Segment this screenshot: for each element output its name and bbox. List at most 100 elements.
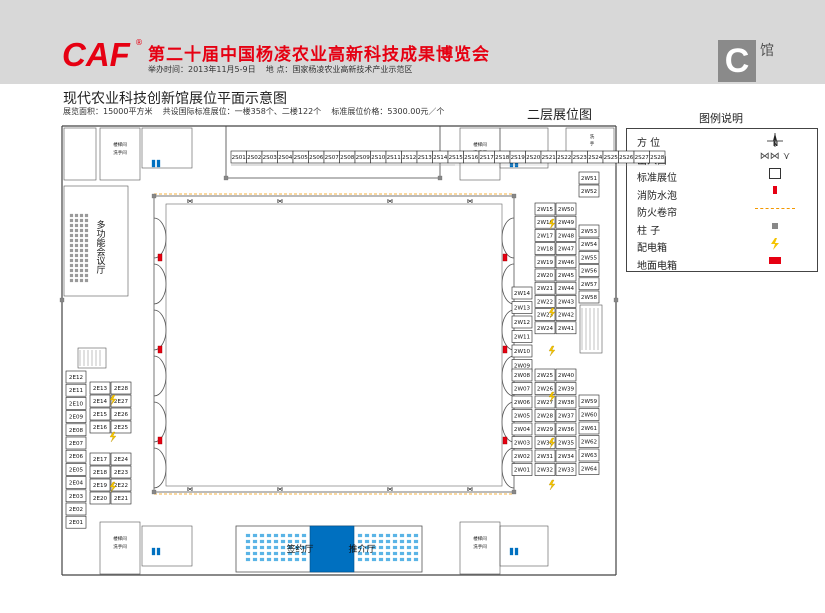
seat bbox=[259, 545, 265, 550]
booth bbox=[534, 281, 556, 295]
booth-label: 2E14 bbox=[93, 399, 108, 405]
legend-label: 柱 子 bbox=[637, 225, 661, 237]
seat bbox=[79, 273, 84, 278]
booth-label: 2S27 bbox=[635, 155, 650, 161]
toilet-icon bbox=[156, 547, 161, 556]
booth-label: 2W59 bbox=[581, 399, 598, 405]
booth-label: 2S25 bbox=[604, 155, 619, 161]
booth-label: 2W35 bbox=[558, 441, 575, 447]
pillar-icon bbox=[613, 297, 619, 303]
seat bbox=[301, 557, 307, 562]
booth bbox=[110, 452, 132, 466]
booth-label: 2W29 bbox=[537, 427, 554, 433]
booth bbox=[555, 368, 577, 382]
booth bbox=[110, 407, 132, 421]
seat bbox=[413, 533, 419, 538]
booth bbox=[89, 407, 111, 421]
booth bbox=[578, 264, 600, 277]
seat bbox=[266, 533, 272, 538]
seat bbox=[69, 273, 74, 278]
fire-hydrant-icon bbox=[157, 253, 163, 262]
entrance-icon: ⋈⋈ ⋎ bbox=[759, 150, 791, 162]
booth-label: 2W17 bbox=[537, 233, 554, 239]
booth bbox=[65, 370, 87, 384]
booth bbox=[534, 395, 556, 409]
booth bbox=[578, 171, 600, 185]
stairs-label: 楼梯间 bbox=[113, 141, 127, 148]
seat bbox=[79, 238, 84, 243]
booth bbox=[534, 202, 556, 216]
booth-label: 2W24 bbox=[537, 326, 554, 332]
booth bbox=[511, 395, 533, 409]
booth bbox=[65, 476, 87, 489]
booth bbox=[65, 489, 87, 503]
seat bbox=[301, 551, 307, 556]
seat bbox=[74, 263, 79, 268]
seat bbox=[245, 539, 251, 544]
seat bbox=[84, 233, 89, 238]
seat bbox=[69, 268, 74, 273]
seat bbox=[69, 263, 74, 268]
booth-label: 2S06 bbox=[309, 155, 324, 161]
seat bbox=[259, 557, 265, 562]
seat bbox=[84, 273, 89, 278]
plan-area: 展览面积：15000平方米 bbox=[63, 107, 153, 116]
seat bbox=[245, 557, 251, 562]
power-box-icon bbox=[548, 479, 556, 491]
seat bbox=[69, 228, 74, 233]
booth-label: 2S03 bbox=[263, 155, 278, 161]
pillar-icon bbox=[151, 489, 157, 495]
seat bbox=[273, 557, 279, 562]
booth-label: 2E07 bbox=[69, 441, 84, 447]
legend-label: 消防水泡 bbox=[637, 190, 677, 202]
power-box-icon bbox=[109, 394, 117, 406]
booth bbox=[555, 295, 577, 308]
seat bbox=[84, 238, 89, 243]
booth bbox=[578, 184, 600, 198]
seat bbox=[357, 539, 363, 544]
power-box-icon bbox=[548, 218, 556, 230]
seat bbox=[259, 533, 265, 538]
booth-label: 2W51 bbox=[581, 176, 598, 182]
fire-hydrant-icon bbox=[157, 345, 163, 354]
seat bbox=[357, 551, 363, 556]
seat bbox=[280, 545, 286, 550]
booth bbox=[65, 463, 87, 476]
multi-hall-label: 能 bbox=[96, 237, 105, 249]
seat bbox=[371, 551, 377, 556]
legend-title: 图例说明 bbox=[699, 112, 743, 125]
place-value: 国家杨凌农业高新技术产业示范区 bbox=[292, 65, 413, 74]
room-label: 手 bbox=[590, 140, 595, 147]
booth-label: 2E10 bbox=[69, 401, 84, 407]
seat bbox=[392, 533, 398, 538]
booth bbox=[110, 381, 132, 395]
fire-hydrant-icon bbox=[745, 185, 805, 200]
booth bbox=[555, 436, 577, 449]
seat bbox=[245, 551, 251, 556]
seat bbox=[69, 218, 74, 223]
seat bbox=[79, 253, 84, 258]
booth-label: 2W49 bbox=[558, 220, 575, 226]
booth bbox=[534, 268, 556, 282]
room-top-left bbox=[63, 127, 97, 181]
seat bbox=[74, 268, 79, 273]
booth-label: 2W27 bbox=[537, 400, 554, 406]
booth-label: 2W20 bbox=[537, 273, 554, 279]
booth bbox=[555, 255, 577, 269]
booth bbox=[110, 465, 132, 479]
booth-label: 2W21 bbox=[537, 286, 554, 292]
seat bbox=[84, 263, 89, 268]
seat bbox=[79, 243, 84, 248]
stairs-right bbox=[579, 304, 603, 354]
seat bbox=[413, 551, 419, 556]
legend-row: 防火卷帘 bbox=[627, 201, 817, 220]
booth-label: 2W08 bbox=[514, 373, 531, 379]
seat bbox=[69, 258, 74, 263]
seat bbox=[74, 273, 79, 278]
booth bbox=[534, 242, 556, 255]
seat bbox=[266, 545, 272, 550]
seat bbox=[294, 539, 300, 544]
booth-label: 2E06 bbox=[69, 454, 84, 460]
seat bbox=[287, 539, 293, 544]
